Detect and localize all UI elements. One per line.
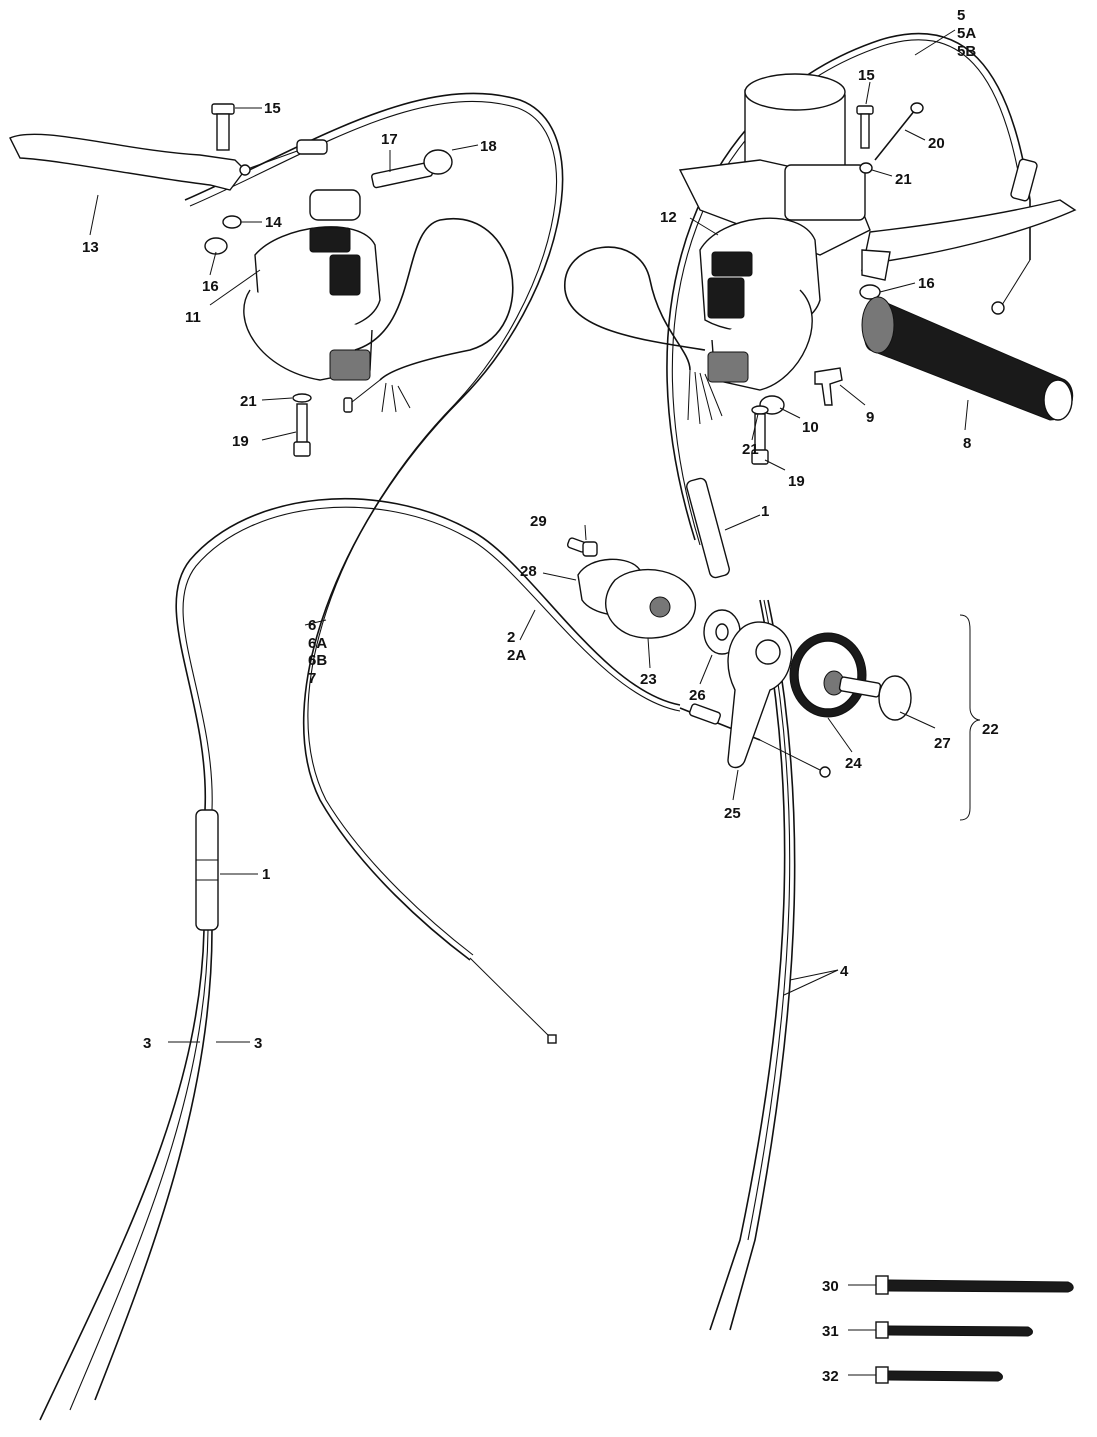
left-switch	[243, 189, 514, 457]
label-15-left: 15	[264, 100, 281, 117]
label-30: 30	[822, 1278, 839, 1295]
label-25: 25	[724, 805, 741, 822]
label-6a: 6A	[308, 635, 327, 652]
label-7: 7	[308, 670, 316, 687]
throttle-grip	[861, 296, 1074, 421]
label-20: 20	[928, 135, 945, 152]
leader-lines	[89, 29, 969, 1376]
cable-3a	[39, 929, 205, 1421]
label-26: 26	[689, 687, 706, 704]
label-1-right: 1	[761, 503, 769, 520]
label-23: 23	[640, 671, 657, 688]
cable-3b	[94, 929, 213, 1401]
label-9: 9	[866, 409, 874, 426]
bracket-22	[959, 614, 981, 821]
cable-6-nipple	[547, 1034, 557, 1044]
cable-tie-icon-32	[875, 1366, 889, 1384]
right-brake-lever	[861, 199, 1077, 272]
label-21-right-top: 21	[895, 171, 912, 188]
cable-tie-icon-31	[875, 1321, 889, 1339]
label-5a: 5A	[957, 25, 976, 42]
label-10: 10	[802, 419, 819, 436]
label-6: 6	[308, 617, 316, 634]
label-5: 5	[957, 7, 965, 24]
screw-20	[874, 109, 916, 161]
label-19-right: 19	[788, 473, 805, 490]
washer-21-left	[292, 393, 312, 403]
nut-14	[222, 215, 242, 229]
label-3-left: 3	[143, 1035, 151, 1052]
choke-lever	[566, 537, 981, 821]
label-16-right: 16	[918, 275, 935, 292]
cable-tie-icon	[875, 1275, 889, 1295]
label-24: 24	[845, 755, 862, 772]
label-5b: 5B	[957, 43, 976, 60]
label-19-left: 19	[232, 433, 249, 450]
bolt-19-left	[296, 403, 308, 445]
part-labels: 15 13 14 16 11 17 18 21 19 5 5A 5B 15 20…	[82, 7, 999, 1385]
label-16-left: 16	[202, 278, 219, 295]
right-switch-wires	[564, 246, 706, 371]
label-4: 4	[840, 963, 849, 980]
washer-21-right	[751, 405, 769, 415]
label-15-right: 15	[858, 67, 875, 84]
right-switch-group	[564, 73, 1077, 465]
label-2a: 2A	[507, 647, 526, 664]
nut-16-left	[204, 237, 228, 255]
label-17: 17	[381, 131, 398, 148]
label-27: 27	[934, 735, 951, 752]
label-28: 28	[520, 563, 537, 580]
label-32: 32	[822, 1368, 839, 1385]
bolt-15-right	[856, 105, 874, 115]
label-31: 31	[822, 1323, 839, 1340]
label-2: 2	[507, 629, 515, 646]
washer-21-right-top	[859, 162, 873, 174]
cable-2	[175, 497, 681, 811]
screw-17	[371, 161, 433, 189]
cable-6-inner	[189, 100, 558, 956]
left-brake-lever	[9, 103, 453, 255]
wing-screw-9	[814, 367, 843, 406]
label-11: 11	[185, 309, 201, 326]
cable-6-end-wire	[469, 957, 554, 1041]
cable-ties	[875, 1275, 1074, 1384]
label-12: 12	[660, 209, 677, 226]
cable-4b	[729, 599, 796, 1331]
label-8: 8	[963, 435, 971, 452]
label-6b: 6B	[308, 652, 327, 669]
bolt-15-left	[211, 103, 235, 115]
label-1-left: 1	[262, 866, 270, 883]
cable-5	[666, 32, 1031, 541]
label-22: 22	[982, 721, 999, 738]
label-13: 13	[82, 239, 99, 256]
label-21-right: 21	[742, 441, 759, 458]
left-switch-wires	[354, 217, 514, 381]
grip-icon	[863, 299, 1074, 421]
cable-adjuster-right	[686, 477, 730, 579]
cable-6	[184, 92, 564, 961]
nut-18	[423, 149, 453, 175]
cable-2-inner	[182, 506, 681, 811]
label-3-right: 3	[254, 1035, 262, 1052]
label-21-left: 21	[240, 393, 257, 410]
lever-icon	[9, 133, 246, 191]
label-18: 18	[480, 138, 497, 155]
cable-adjuster-left	[195, 809, 219, 931]
label-14: 14	[265, 214, 282, 231]
label-29: 29	[530, 513, 547, 530]
